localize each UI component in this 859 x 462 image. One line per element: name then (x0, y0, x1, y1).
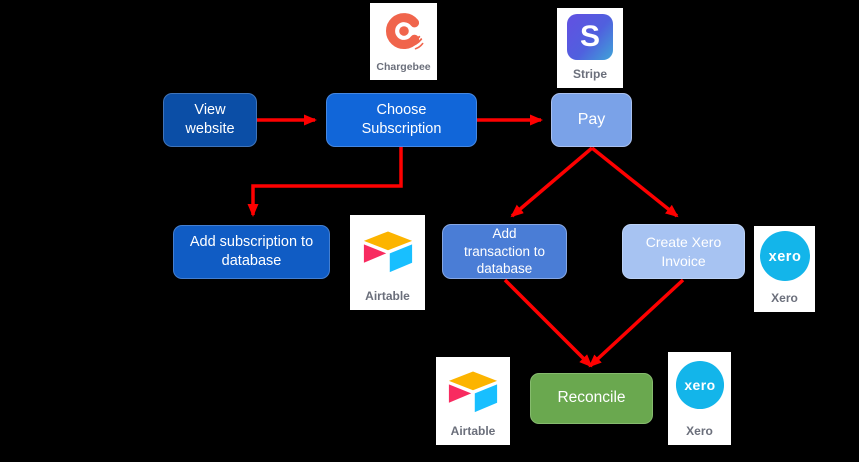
airtable-caption: Airtable (365, 289, 410, 303)
airtable-icon (363, 231, 412, 273)
logo-card-xero-middle: xero Xero (754, 226, 815, 312)
logo-card-airtable-middle: Airtable (350, 215, 425, 310)
edge-pay-to-addtx (510, 146, 594, 218)
stripe-icon: S (567, 14, 613, 60)
flow-node-pay: Pay (551, 93, 632, 147)
node-label: Reconcile (557, 389, 626, 407)
logo-card-airtable-bottom: Airtable (436, 357, 510, 445)
node-label: Create Xero Invoice (645, 234, 722, 269)
logo-card-stripe: S Stripe (557, 8, 623, 88)
xero-icon: xero (759, 231, 810, 281)
xero-caption: Xero (771, 291, 798, 305)
stripe-caption: Stripe (572, 67, 607, 81)
flow-node-create-xero-invoice: Create Xero Invoice (622, 224, 745, 279)
xero-icon: xero (675, 360, 724, 410)
edge-choose-to-addsub (247, 147, 403, 217)
flow-node-add-subscription: Add subscription to database (173, 225, 330, 279)
airtable-caption: Airtable (450, 424, 496, 438)
flow-node-view-website: View website (163, 93, 257, 147)
chargebee-icon (385, 13, 423, 50)
node-label: View website (185, 102, 235, 137)
stripe-letter: S (579, 20, 600, 53)
flow-node-reconcile: Reconcile (530, 373, 653, 424)
chargebee-caption: Chargebee (376, 61, 431, 73)
edge-addtx-to-reconcile (503, 278, 593, 368)
node-label: Choose Subscription (361, 102, 442, 137)
node-label: Add transaction to database (463, 226, 546, 277)
xero-caption: Xero (686, 424, 713, 438)
flow-node-choose-subscription: Choose Subscription (326, 93, 477, 147)
node-label: Add subscription to database (189, 234, 314, 269)
edge-pay-to-cxi (590, 146, 679, 218)
svg-text:xero: xero (684, 377, 715, 393)
airtable-icon (448, 371, 498, 413)
logo-card-chargebee: Chargebee (370, 3, 437, 80)
logo-card-xero-bottom: xero Xero (668, 352, 731, 445)
flow-node-add-transaction: Add transaction to database (442, 224, 567, 279)
svg-text:xero: xero (768, 249, 801, 265)
node-label: Pay (577, 110, 606, 128)
